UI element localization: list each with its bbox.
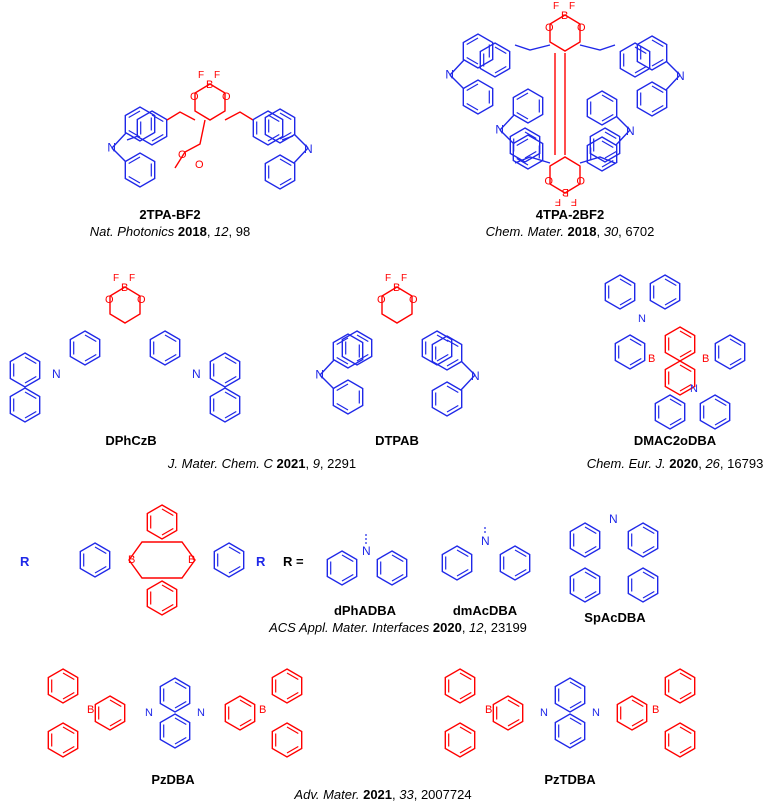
svg-text:O: O	[178, 149, 187, 161]
structure-spacdba-substituent: N	[569, 512, 659, 603]
structure-r-dba-core: B B	[79, 504, 245, 616]
svg-text:N: N	[192, 367, 201, 381]
r-group-label-right: R	[256, 554, 266, 569]
compound-name-dmac2odba: DMAC2oDBA	[633, 433, 717, 448]
reference-nat-photonics: Nat. Photonics 2018, 12, 98	[89, 224, 251, 239]
structure-dphczb: N N	[9, 272, 241, 423]
svg-text:N: N	[690, 383, 698, 395]
svg-text:B: B	[702, 353, 709, 365]
svg-text:N: N	[52, 367, 61, 381]
structure-4tpa-2bf2	[390, 0, 755, 208]
compound-name-dmacdba: dmAcDBA	[452, 603, 518, 618]
compound-name-spacdba: SpAcDBA	[584, 610, 646, 625]
svg-text:B: B	[128, 554, 135, 566]
reference-chem-eur-j: Chem. Eur. J. 2020, 26, 16793	[586, 456, 764, 471]
svg-text:N: N	[592, 707, 600, 719]
svg-text:N: N	[362, 544, 371, 558]
structure-dmac2odba: B B N N	[604, 274, 746, 430]
svg-text:B: B	[648, 353, 655, 365]
svg-text:N: N	[197, 707, 205, 719]
structure-pztdba: B B N N	[444, 668, 696, 758]
svg-text:O: O	[195, 159, 204, 171]
svg-text:N: N	[481, 534, 490, 548]
r-equals-label: R =	[283, 554, 304, 569]
reference-adv-mater: Adv. Mater. 2021, 33, 2007724	[294, 787, 472, 802]
reference-chem-mater: Chem. Mater. 2018, 30, 6702	[485, 224, 655, 239]
svg-text:B: B	[87, 704, 94, 716]
compound-name-pzdba: PzDBA	[151, 772, 195, 787]
compound-name-pztdba: PzTDBA	[544, 772, 596, 787]
reference-j-mater-chem-c: J. Mater. Chem. C 2021, 9, 2291	[167, 456, 357, 471]
svg-text:B: B	[652, 704, 659, 716]
structure-dphadba-substituent: N	[326, 534, 408, 586]
compound-name-dphczb: DPhCzB	[105, 433, 157, 448]
structure-dmacdba-substituent: N	[441, 525, 531, 581]
svg-text:B: B	[188, 554, 195, 566]
svg-text:B: B	[259, 704, 266, 716]
svg-text:N: N	[145, 707, 153, 719]
svg-text:N: N	[609, 512, 618, 526]
r-group-label-left: R	[20, 554, 30, 569]
structure-dtpab	[275, 272, 520, 440]
svg-text:N: N	[638, 313, 646, 325]
svg-text:N: N	[540, 707, 548, 719]
structure-2tpa-bf2: O O	[20, 69, 350, 215]
compound-name-2tpa-bf2: 2TPA-BF2	[139, 207, 201, 222]
compound-name-4tpa-2bf2: 4TPA-2BF2	[535, 207, 605, 222]
svg-text:B: B	[485, 704, 492, 716]
compound-name-dphadba: dPhADBA	[333, 603, 397, 618]
structure-pzdba: B B N N	[47, 668, 303, 758]
compound-name-dtpab: DTPAB	[375, 433, 419, 448]
reference-acs-appl-mater-interfaces: ACS Appl. Mater. Interfaces 2020, 12, 23…	[269, 620, 527, 635]
